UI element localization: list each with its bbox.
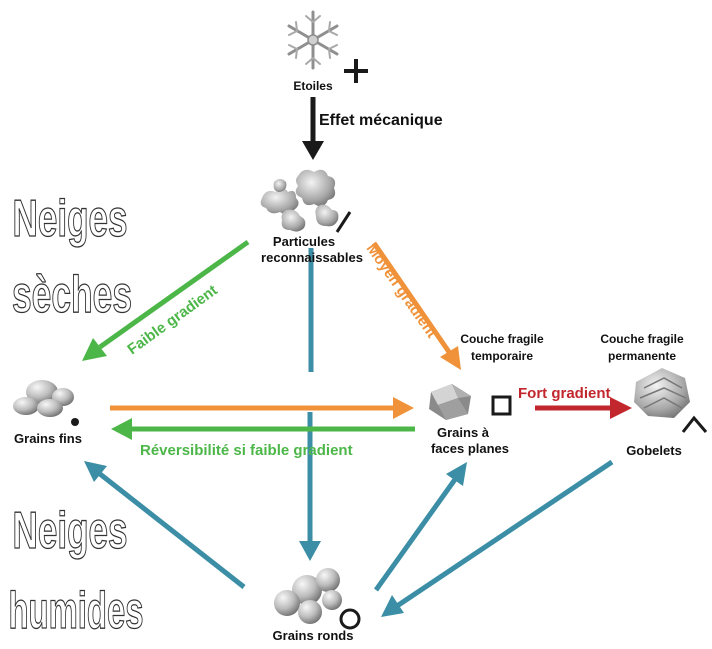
label-neiges-humides-2: humides	[9, 582, 144, 640]
node-grains-faces-label-2: faces planes	[431, 441, 509, 456]
cup-crystal-icon	[634, 368, 690, 418]
arrow-moyen-gradient	[371, 241, 461, 370]
node-grains-fins-label: Grains fins	[14, 431, 82, 446]
arrow-gobelets-to-ronds	[381, 459, 614, 617]
fine-grains-icon	[13, 380, 74, 417]
arrow-to-grains-ronds	[299, 412, 321, 561]
symbol-slash	[335, 211, 352, 233]
node-grains-faces-label-1: Grains à	[437, 425, 490, 440]
note-couche-temporaire-1: Couche fragile	[460, 332, 544, 346]
label-moyen-gradient: Moyen gradient	[363, 241, 441, 342]
round-grains-icon	[274, 568, 342, 624]
label-effet-mecanique: Effet mécanique	[319, 112, 443, 129]
node-particules-label-1: Particules	[273, 234, 335, 249]
arrow-fort-gradient	[535, 397, 632, 419]
node-particules-label-2: reconnaissables	[261, 250, 363, 265]
fragmented-crystal-icon	[260, 169, 339, 232]
faceted-grain-icon	[429, 384, 471, 420]
symbol-caret	[681, 415, 708, 433]
node-gobelets-label: Gobelets	[626, 443, 682, 458]
arrow-faible-gradient	[82, 239, 250, 361]
symbol-plus	[344, 59, 368, 83]
note-couche-temporaire-2: temporaire	[471, 349, 533, 363]
arrow-grains-fins-to-faces	[110, 397, 414, 419]
label-fort-gradient: Fort gradient	[518, 385, 611, 402]
symbol-square	[491, 395, 512, 416]
symbol-dot	[71, 418, 79, 426]
label-neiges-humides-1: Neiges	[13, 502, 128, 560]
snowflake-icon	[287, 10, 339, 70]
label-neiges-seches-1: Neiges	[13, 190, 128, 248]
arrow-ronds-to-fins	[84, 461, 246, 589]
arrow-reversibilite	[111, 418, 415, 440]
note-couche-permanente-1: Couche fragile	[600, 332, 684, 346]
label-neiges-seches-2: sèches	[12, 266, 132, 324]
symbol-circle	[339, 608, 361, 630]
node-grains-ronds-label: Grains ronds	[273, 628, 354, 643]
label-reversibilite: Réversibilité si faible gradient	[140, 442, 353, 459]
arrow-ronds-to-faces	[373, 462, 467, 592]
arrow-effet-mecanique	[302, 97, 324, 160]
note-couche-permanente-2: permanente	[608, 349, 676, 363]
node-etoiles-label: Etoiles	[293, 79, 333, 93]
